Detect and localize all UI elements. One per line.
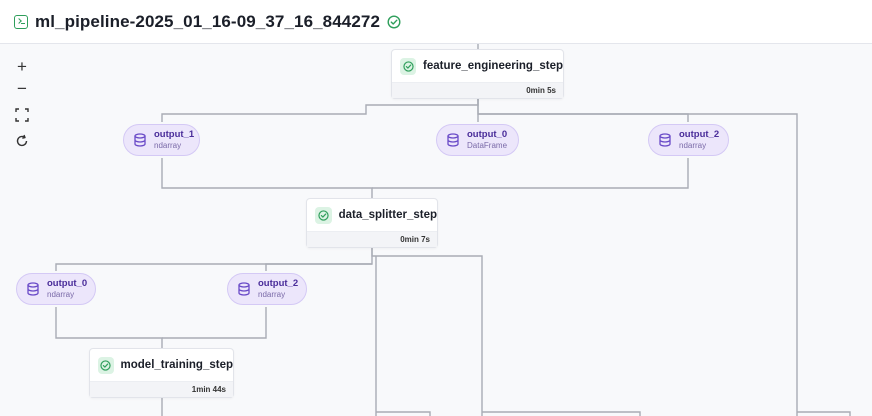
artifact-name: output_0 xyxy=(467,129,508,140)
success-check-icon xyxy=(98,356,114,374)
database-icon xyxy=(659,133,671,147)
artifact-type: ndarray xyxy=(258,290,286,299)
page-title: ml_pipeline-2025_01_16-09_37_16_844272 xyxy=(35,11,381,31)
step-duration: 1min 44s xyxy=(90,381,233,397)
step-node[interactable]: model_training_step 1min 44s xyxy=(89,348,234,398)
success-check-icon xyxy=(400,57,417,75)
artifact-name: output_2 xyxy=(258,278,299,289)
fit-view-icon xyxy=(15,108,29,122)
fit-view-button[interactable] xyxy=(11,104,33,126)
zoom-out-button[interactable]: − xyxy=(17,79,27,98)
database-icon xyxy=(134,133,146,147)
terminal-icon xyxy=(14,14,28,29)
artifact-name: output_2 xyxy=(679,129,720,140)
artifact-type: ndarray xyxy=(154,141,182,150)
step-name: data_splitter_step xyxy=(338,209,437,221)
database-icon xyxy=(238,282,250,296)
step-name: feature_engineering_step xyxy=(423,60,563,72)
step-node[interactable]: feature_engineering_step 0min 5s xyxy=(391,49,564,99)
database-icon xyxy=(27,282,39,296)
artifact-type: ndarray xyxy=(679,141,707,150)
run-header: ml_pipeline-2025_01_16-09_37_16_844272 xyxy=(0,0,872,44)
artifact-type: DataFrame xyxy=(467,141,508,150)
success-check-icon xyxy=(315,206,332,224)
refresh-button[interactable] xyxy=(11,130,33,152)
database-icon xyxy=(447,133,459,147)
success-check-icon xyxy=(387,14,401,29)
refresh-icon xyxy=(16,134,28,147)
artifact-name: output_0 xyxy=(47,278,88,289)
artifact-name: output_1 xyxy=(154,129,195,140)
step-node[interactable]: data_splitter_step 0min 7s xyxy=(306,198,438,248)
artifact-type: ndarray xyxy=(47,290,75,299)
step-duration: 0min 5s xyxy=(392,82,563,98)
zoom-in-button[interactable]: + xyxy=(17,57,27,76)
step-name: model_training_step xyxy=(120,359,233,371)
step-duration: 0min 7s xyxy=(307,231,437,247)
